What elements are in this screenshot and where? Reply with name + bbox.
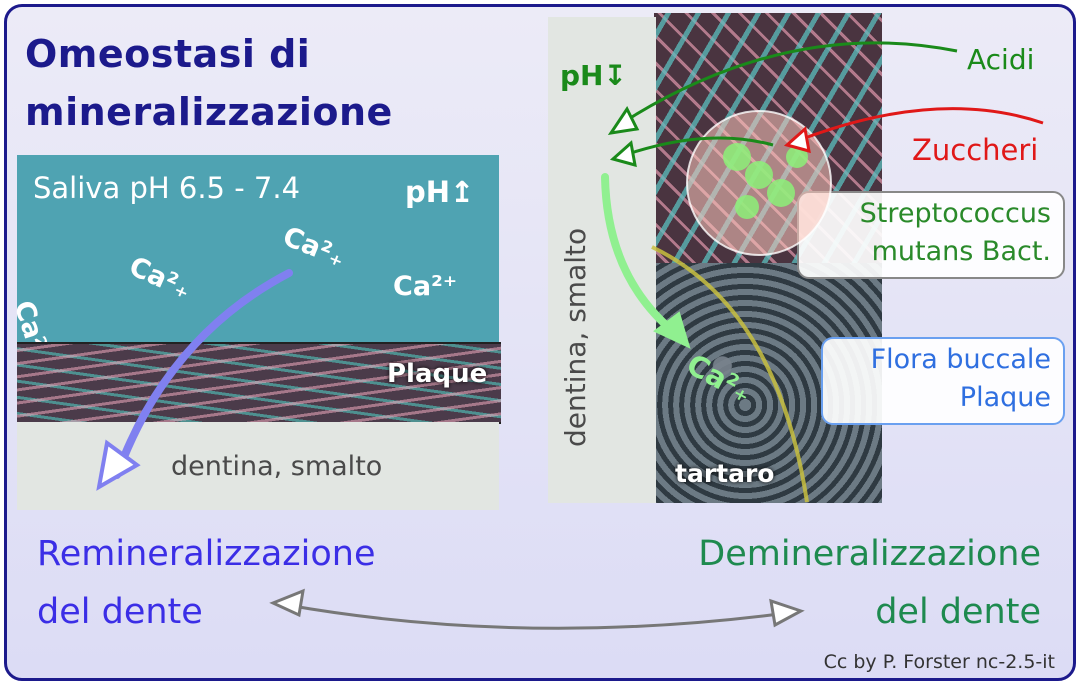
diagram-title: Omeostasi di mineralizzazione (25, 25, 393, 141)
saliva-ph-label: Saliva pH 6.5 - 7.4 (33, 171, 301, 205)
tartar-boundary (651, 245, 809, 503)
plaque-label: Plaque (387, 359, 488, 389)
demineralization-arrow (601, 173, 679, 337)
remineralization-arrow (113, 269, 293, 479)
acids-arrowhead-2 (609, 140, 637, 168)
arrows-layer (96, 41, 1044, 630)
tartar-label: tartaro (675, 459, 775, 488)
streptococcus-line-2: mutans Bact. (871, 236, 1051, 267)
equilibrium-arrowhead-right (769, 598, 805, 628)
acids-arrow-2 (624, 136, 774, 157)
saliva-layer (17, 155, 499, 345)
streptococcus-sphere (686, 110, 832, 256)
enamel-layer-right (548, 17, 656, 503)
sugars-arrow (796, 107, 1044, 143)
oral-flora-label-box: Flora buccale Plaque (821, 337, 1065, 425)
sugars-arrowhead (783, 126, 811, 154)
equilibrium-arrowhead-left (269, 588, 305, 618)
equilibrium-arrow (286, 603, 788, 630)
title-line-1: Omeostasi di (25, 32, 311, 76)
title-line-2: mineralizzazione (25, 90, 393, 134)
demineralization-label: Demineralizzazione del dente (698, 525, 1041, 641)
demineralization-line-1: Demineralizzazione (698, 534, 1041, 574)
oral-flora-line-2: Plaque (959, 382, 1051, 413)
diagram-frame: Omeostasi di mineralizzazione Saliva pH … (4, 4, 1076, 681)
acids-arrow-1 (618, 41, 958, 127)
demineralization-arrowhead (653, 311, 691, 349)
credit-label: Cc by P. Forster nc-2.5-it (823, 651, 1055, 673)
remineralization-line-1: Remineralizzazione (37, 534, 376, 574)
enamel-layer-left (17, 422, 499, 510)
ph-down-label: pH↧ (560, 59, 627, 92)
remineralization-arrowhead (96, 439, 141, 491)
streptococcus-line-1: Streptococcus (859, 198, 1051, 229)
streptococcus-label-box: Streptococcus mutans Bact. (797, 191, 1065, 279)
ph-up-label: pH↥ (405, 175, 475, 209)
sugars-label: Zuccheri (912, 133, 1039, 167)
remineralization-line-2: del dente (37, 592, 203, 632)
dentin-enamel-label-left: dentina, smalto (171, 451, 383, 482)
acids-arrowhead-1 (607, 106, 640, 136)
acids-label: Acidi (967, 43, 1035, 76)
demineralization-line-2: del dente (875, 592, 1041, 632)
oral-flora-line-1: Flora buccale (870, 344, 1051, 375)
remineralization-label: Remineralizzazione del dente (37, 525, 376, 641)
calcium-ion-4: Ca²⁺ (393, 271, 458, 302)
